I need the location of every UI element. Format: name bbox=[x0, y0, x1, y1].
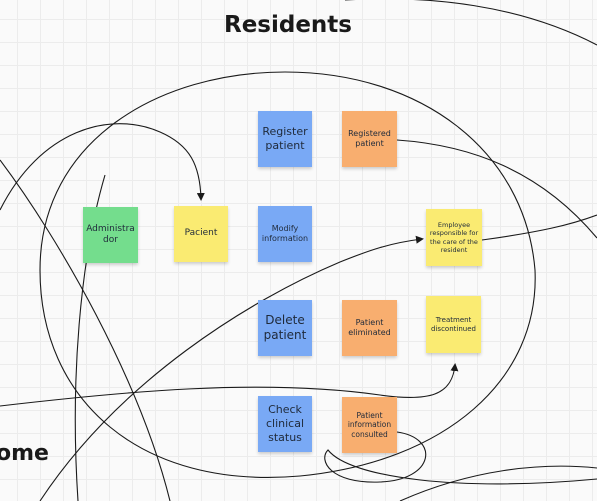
sticky-note-patient-eliminated[interactable]: Patient eliminated bbox=[342, 300, 397, 356]
sticky-note-check-clinical-status[interactable]: Check clinical status bbox=[258, 396, 312, 452]
sticky-note-registered-patient[interactable]: Registered patient bbox=[342, 111, 397, 167]
sticky-note-delete-patient[interactable]: Delete patient bbox=[258, 300, 312, 356]
sticky-note-patient-information-consulted[interactable]: Patient information consulted bbox=[342, 397, 397, 453]
edge-bottom-right bbox=[399, 465, 597, 501]
edge-registered-out bbox=[396, 139, 597, 239]
sticky-note-employee-responsible[interactable]: Employee responsible for the care of the… bbox=[426, 209, 482, 266]
edge-to-employee bbox=[39, 235, 424, 501]
edge-consulted-loop bbox=[324, 431, 597, 485]
edge-admin-to-paciente bbox=[0, 123, 205, 211]
edge-employee-out bbox=[481, 214, 597, 241]
sticky-note-register-patient[interactable]: Register patient bbox=[258, 111, 312, 167]
sticky-note-paciente[interactable]: Pacient bbox=[174, 206, 228, 262]
top-right-arc bbox=[345, 0, 597, 46]
section-heading-partial: ome bbox=[0, 441, 49, 466]
sticky-note-modify-information[interactable]: Modify information bbox=[258, 206, 312, 262]
left-diagonal-curve bbox=[0, 159, 171, 501]
sticky-note-treatment-discontinued[interactable]: Treatment discontinued bbox=[426, 296, 481, 353]
residents-boundary bbox=[39, 71, 536, 478]
edge-to-treatment bbox=[0, 363, 459, 407]
board-title: Residents bbox=[223, 12, 352, 38]
sticky-note-administrador[interactable]: Administra dor bbox=[83, 207, 138, 263]
